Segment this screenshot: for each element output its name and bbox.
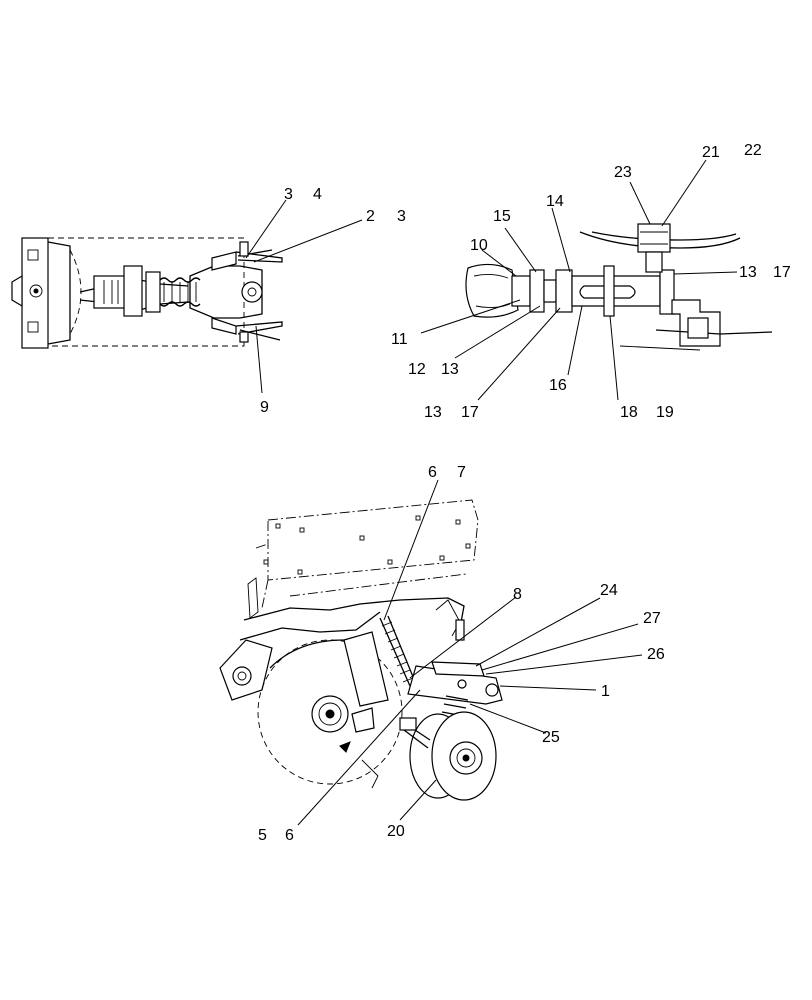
callout-23: 23	[614, 164, 632, 181]
callout-7: 7	[457, 464, 466, 481]
callout-13-mid: 13	[441, 361, 459, 378]
callout-13-right: 13	[739, 264, 757, 281]
callout-12: 12	[408, 361, 426, 378]
leader-lines	[245, 159, 738, 826]
callout-8: 8	[513, 586, 522, 603]
callout-1: 1	[601, 683, 610, 700]
callout-3-right: 3	[397, 208, 406, 225]
callout-19: 19	[656, 404, 674, 421]
callout-21: 21	[702, 144, 720, 161]
callout-14: 14	[546, 193, 564, 210]
callout-11: 11	[391, 331, 408, 348]
callout-26: 26	[647, 646, 665, 663]
callout-6-top: 6	[428, 464, 437, 481]
callout-2: 2	[366, 208, 375, 225]
callout-15: 15	[493, 208, 511, 225]
side-view-assembly	[219, 499, 503, 801]
callout-18: 18	[620, 404, 638, 421]
callout-9: 9	[260, 399, 269, 416]
callout-5: 5	[258, 827, 267, 844]
callout-22: 22	[744, 142, 762, 159]
drive-shaft-assembly	[465, 223, 773, 351]
callout-16: 16	[549, 377, 567, 394]
callout-20: 20	[387, 823, 405, 840]
callout-13-bottom: 13	[424, 404, 442, 421]
top-view-assembly	[11, 237, 283, 349]
callout-10: 10	[470, 237, 488, 254]
callout-6-bottom: 6	[285, 827, 294, 844]
callout-17-bottom: 17	[461, 404, 479, 421]
callout-27: 27	[643, 610, 661, 627]
callout-25: 25	[542, 729, 560, 746]
callout-17-right: 17	[773, 264, 791, 281]
callout-3-top: 3	[284, 186, 293, 203]
callout-labels: 3 4 2 3 9 21 22 23 14 15 10 13 17 11 12 …	[258, 142, 791, 844]
callout-24: 24	[600, 582, 618, 599]
callout-4: 4	[313, 186, 322, 203]
